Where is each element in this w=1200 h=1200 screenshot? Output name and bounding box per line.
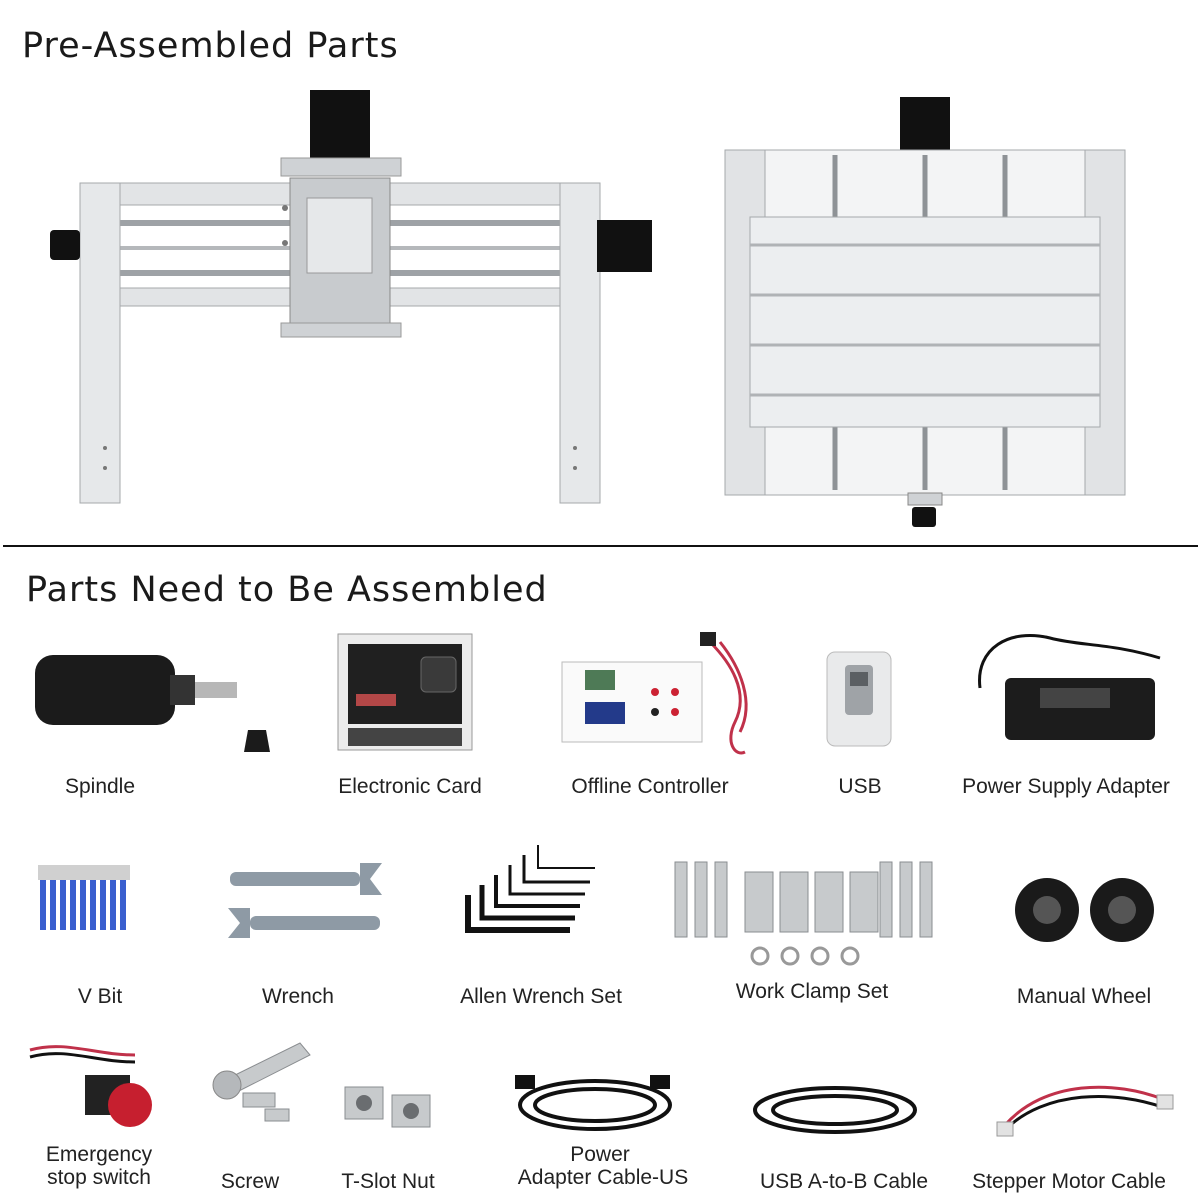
power-supply-adapter-label: Power Supply Adapter [962,775,1170,798]
emergency-stop-switch-image [25,1035,160,1145]
power-supply-adapter-image [970,628,1170,748]
gantry-frame-image [45,88,665,508]
usb-a-to-b-cable-image [745,1080,925,1140]
usb-a-to-b-cable-label: USB A-to-B Cable [759,1170,929,1193]
power-adapter-cable-image [510,1070,680,1140]
usb-image [825,650,895,750]
v-bit-image [38,855,133,945]
stepper-motor-cable-image [995,1070,1175,1150]
manual-wheel-label: Manual Wheel [1016,985,1152,1008]
wrench-label: Wrench [262,985,334,1008]
emergency-stop-label-line2: stop switch [47,1166,151,1189]
electronic-card-image [336,632,476,752]
t-slot-nut-image [340,1075,440,1135]
screw-image [205,1035,315,1125]
electronic-card-label: Electronic Card [338,775,482,798]
wrench-image [220,858,390,948]
power-adapter-cable-label-line1: Power [570,1143,630,1166]
allen-wrench-set-label: Allen Wrench Set [460,985,622,1008]
manual-wheel-image [1012,870,1162,950]
work-clamp-set-image [665,852,945,972]
screw-label: Screw [220,1170,280,1193]
power-adapter-cable-label-line2: Adapter Cable-US [517,1166,689,1189]
section-divider [3,545,1198,547]
offline-controller-image [560,632,760,762]
base-frame-image [720,95,1130,535]
work-clamp-set-label: Work Clamp Set [735,980,889,1003]
stepper-motor-cable-label: Stepper Motor Cable [972,1170,1166,1193]
offline-controller-label: Offline Controller [571,775,729,798]
pre-assembled-heading: Pre-Assembled Parts [22,26,399,66]
allen-wrench-set-image [460,840,600,940]
emergency-stop-label-line1: Emergency [45,1143,153,1166]
spindle-label: Spindle [64,775,136,798]
parts-to-assemble-heading: Parts Need to Be Assembled [26,570,548,610]
spindle-image [30,650,280,760]
v-bit-label: V Bit [77,985,123,1008]
t-slot-nut-label: T-Slot Nut [341,1170,435,1193]
usb-label: USB [838,775,882,798]
